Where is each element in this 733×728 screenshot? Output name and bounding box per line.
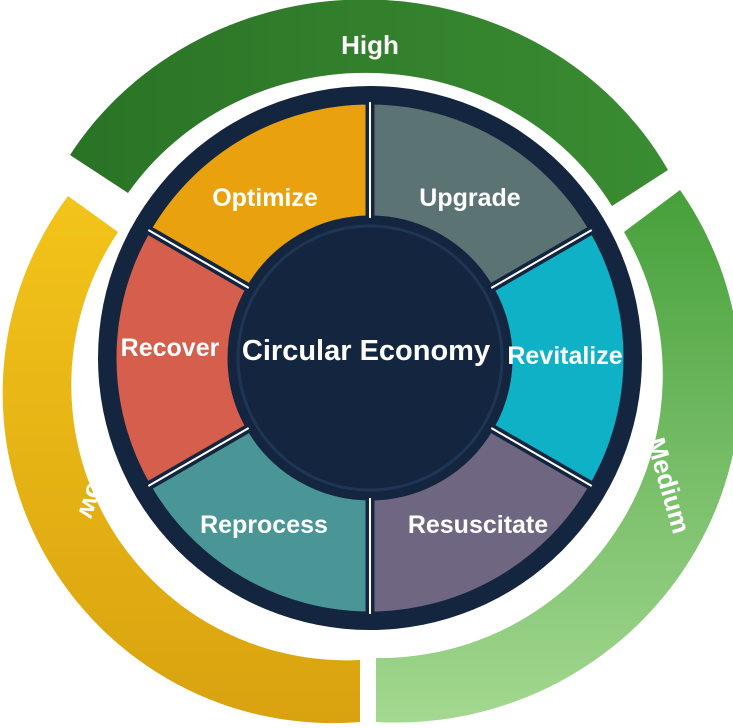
segment-label-revitalize: Revitalize (507, 342, 622, 370)
segment-label-optimize: Optimize (212, 184, 318, 212)
outer-label-high: High (341, 30, 399, 60)
center-hub (236, 224, 504, 492)
segment-divider (147, 427, 250, 487)
segment-label-recover: Recover (121, 334, 220, 362)
segment-revitalize (483, 222, 633, 494)
segment-ring (107, 95, 633, 621)
segment-divider (147, 229, 250, 289)
segment-divider (490, 229, 593, 289)
segment-recover (107, 222, 257, 494)
segment-upgrade (365, 95, 600, 296)
segment-optimize (140, 95, 375, 296)
outer-band-medium (376, 190, 733, 723)
outer-band-low (2, 196, 361, 724)
segment-labels: Optimize Upgrade Revitalize Resuscitate … (121, 184, 623, 539)
segment-label-upgrade: Upgrade (419, 184, 521, 212)
segment-label-reprocess: Reprocess (200, 511, 328, 539)
segment-reprocess (140, 420, 375, 621)
segment-divider (490, 427, 593, 487)
outer-band-high (70, 0, 668, 206)
segment-resuscitate (365, 420, 600, 621)
segment-label-resuscitate: Resuscitate (408, 511, 548, 539)
center-label: Circular Economy (242, 335, 490, 367)
